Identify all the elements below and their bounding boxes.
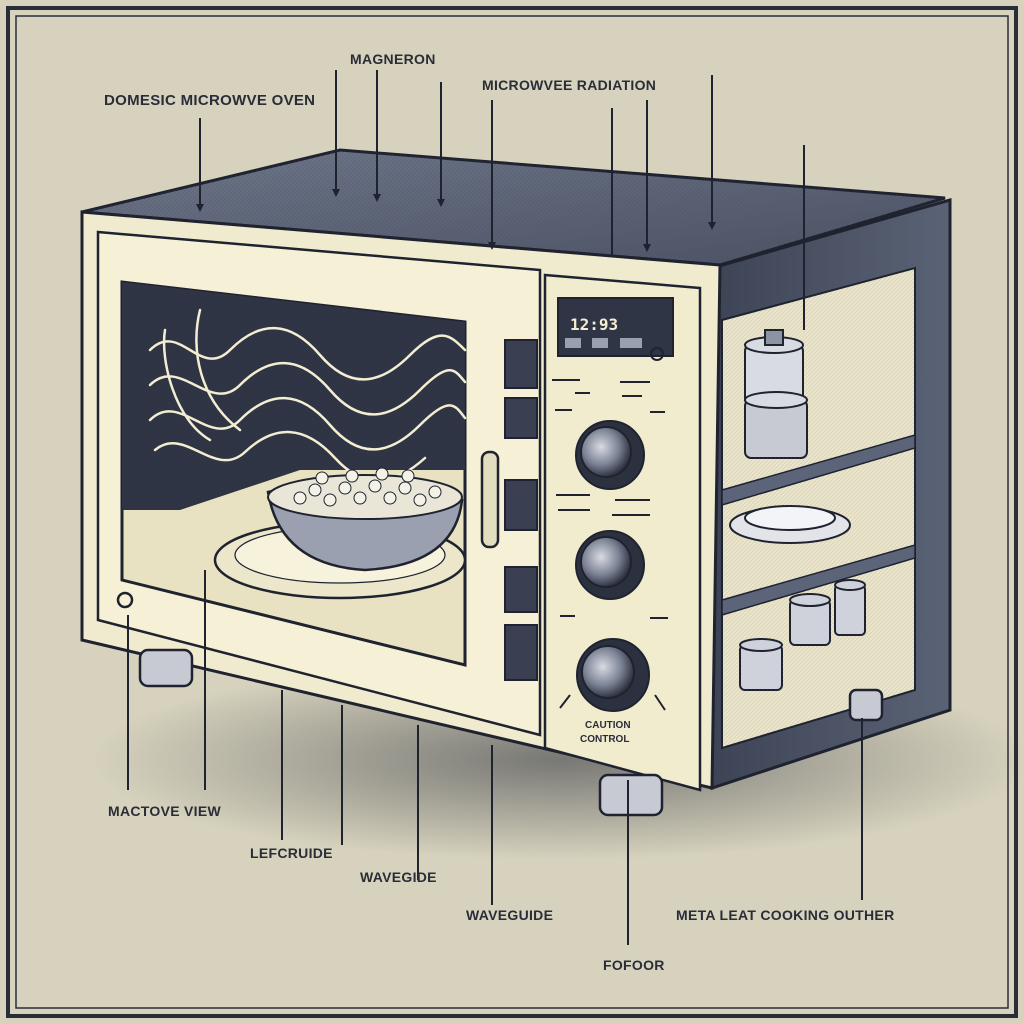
inner-frame (15, 15, 1009, 1009)
food-bowl (266, 467, 464, 572)
knob-caption-line2: CONTROL (580, 734, 629, 745)
cutaway-plate (729, 505, 851, 544)
outer-frame (6, 6, 1018, 1018)
leader-lines (127, 70, 863, 945)
cutaway-pots-upper (744, 329, 808, 459)
label-domestic-microwave-oven: DOMESIC MICROWVE OVEN (104, 92, 315, 109)
label-cooking: META LEAT COOKING OUTHER (676, 907, 895, 923)
label-view: MACTOVE VIEW (108, 803, 222, 819)
label-magnetron: MAGNERON (350, 51, 436, 67)
panel-markings (552, 379, 668, 619)
knob-middle[interactable] (575, 530, 645, 600)
label-waveguide-2: WAVEGUIDE (466, 907, 553, 923)
knob-bottom[interactable] (576, 638, 650, 712)
door-vents (504, 339, 538, 681)
knob-caption-line1: CAUTION (585, 720, 631, 731)
cutaway-shelf-lower (721, 544, 916, 617)
label-waveguide-1: WAVEGIDE (360, 869, 437, 885)
knob-top[interactable] (575, 420, 645, 490)
display-time: 12:93 (570, 315, 618, 334)
label-microwave-radiation: MICROWVEE RADIATION (482, 77, 656, 93)
microwave-waves (148, 308, 467, 482)
label-leftguide: LEFCRUIDE (250, 845, 333, 861)
label-floor: FOFOOR (603, 957, 665, 973)
leader-arrowheads (196, 189, 716, 252)
cutaway-cups-lower (739, 579, 866, 691)
door-handle[interactable] (480, 450, 500, 549)
cutaway-shelf-upper (721, 434, 916, 507)
door-indicator (116, 591, 134, 609)
oven-feet (138, 648, 884, 817)
